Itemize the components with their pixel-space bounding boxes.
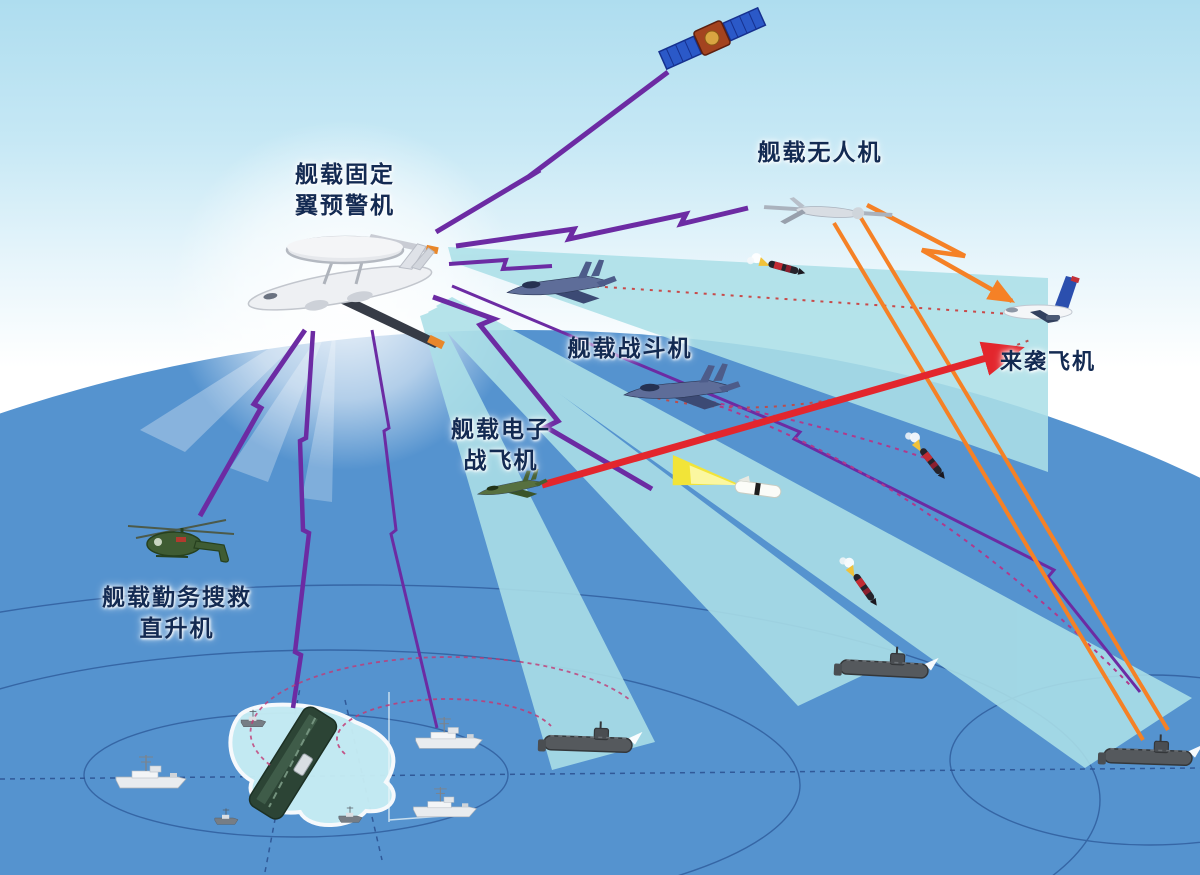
label-awacs-line1: 舰载固定 <box>295 162 395 188</box>
label-ew-line1: 舰载电子 <box>451 417 551 443</box>
bolt-to-carrier <box>290 330 316 709</box>
frigate-range-arc <box>336 698 552 755</box>
label-helicopter-line2: 直升机 <box>139 616 215 642</box>
satellite-icon <box>658 6 767 71</box>
label-awacs-line2: 翼预警机 <box>295 193 395 219</box>
label-ew-line2: 战飞机 <box>463 448 539 474</box>
radar-beam-right <box>448 247 1048 472</box>
magenta-dashed-track <box>702 399 1131 686</box>
uav-zigzag-arrow <box>865 203 1016 303</box>
label-awacs: 舰载固定 翼预警机 <box>295 160 395 222</box>
orange-line-b <box>856 211 1170 732</box>
awacs-icon <box>247 234 445 350</box>
uav-icon <box>763 197 893 225</box>
cruise-missile-icon <box>672 454 782 499</box>
frigate-range-arc <box>249 656 631 766</box>
radar-beam-sub3 <box>436 297 1192 768</box>
bolt-to-satellite <box>434 70 670 235</box>
bolt-to-uav <box>455 205 749 249</box>
label-incoming-aircraft: 来袭飞机 <box>999 350 1097 375</box>
incoming-aircraft-icon <box>1003 275 1080 323</box>
aircraft-carrier-icon <box>248 706 338 820</box>
orange-links <box>832 203 1170 742</box>
magenta-dashed-to-missile <box>702 399 926 459</box>
helicopter-icon <box>127 519 235 563</box>
label-ew-aircraft: 舰载电子 战飞机 <box>451 415 551 477</box>
radar-beam-sub1 <box>420 310 655 770</box>
orange-line-a <box>832 221 1145 742</box>
label-fighter: 舰载战斗机 <box>567 336 693 362</box>
label-helicopter: 舰载勤务搜救 直升机 <box>102 583 252 645</box>
label-helicopter-line1: 舰载勤务搜救 <box>102 585 252 611</box>
link-to-frigate <box>370 329 439 729</box>
label-uav: 舰载无人机 <box>757 140 883 166</box>
bolt-to-helicopter <box>197 328 308 518</box>
radar-beams <box>420 247 1192 770</box>
jamming-arrow <box>541 341 1025 489</box>
bolt-to-fighter <box>448 257 553 272</box>
bolt-to-cruise-missile <box>432 294 654 492</box>
